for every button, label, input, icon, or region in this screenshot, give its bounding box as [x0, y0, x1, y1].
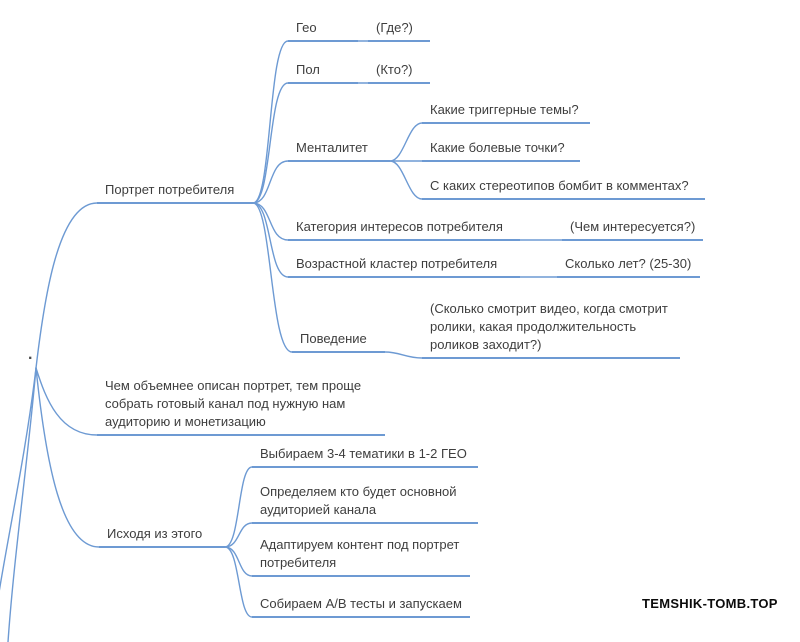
node-mentality[interactable]: Менталитет: [288, 139, 390, 162]
node-behavior[interactable]: Поведение: [292, 330, 385, 353]
node-gender[interactable]: Пол: [288, 61, 358, 84]
root-node[interactable]: .: [28, 346, 33, 363]
node-step-3[interactable]: Адаптируем контент под портрет потребите…: [252, 536, 470, 577]
node-age[interactable]: Возрастной кластер потребителя: [288, 255, 520, 278]
node-tip[interactable]: Чем объемнее описан портрет, тем проще с…: [97, 377, 385, 436]
node-conclusion[interactable]: Исходя из этого: [99, 525, 225, 548]
node-age-note[interactable]: Сколько лет? (25-30): [557, 255, 700, 278]
node-step-2[interactable]: Определяем кто будет основной аудиторией…: [252, 483, 478, 524]
node-interests-note[interactable]: (Чем интересуется?): [562, 218, 703, 241]
node-interests[interactable]: Категория интересов потребителя: [288, 218, 520, 241]
node-mentality-q3[interactable]: С каких стереотипов бомбит в комментах?: [422, 177, 705, 200]
node-step-4[interactable]: Собираем A/B тесты и запускаем: [252, 595, 470, 618]
node-mentality-q2[interactable]: Какие болевые точки?: [422, 139, 580, 162]
node-mentality-q1[interactable]: Какие триггерные темы?: [422, 101, 590, 124]
node-gender-note[interactable]: (Кто?): [368, 61, 430, 84]
node-step-1[interactable]: Выбираем 3-4 тематики в 1-2 ГЕО: [252, 445, 478, 468]
node-portrait[interactable]: Портрет потребителя: [97, 181, 253, 204]
node-behavior-note[interactable]: (Сколько смотрит видео, когда смотрит ро…: [422, 300, 680, 359]
watermark: TEMSHIK-TOMB.TOP: [642, 596, 778, 611]
node-geo-note[interactable]: (Где?): [368, 19, 430, 42]
node-geo[interactable]: Гео: [288, 19, 358, 42]
